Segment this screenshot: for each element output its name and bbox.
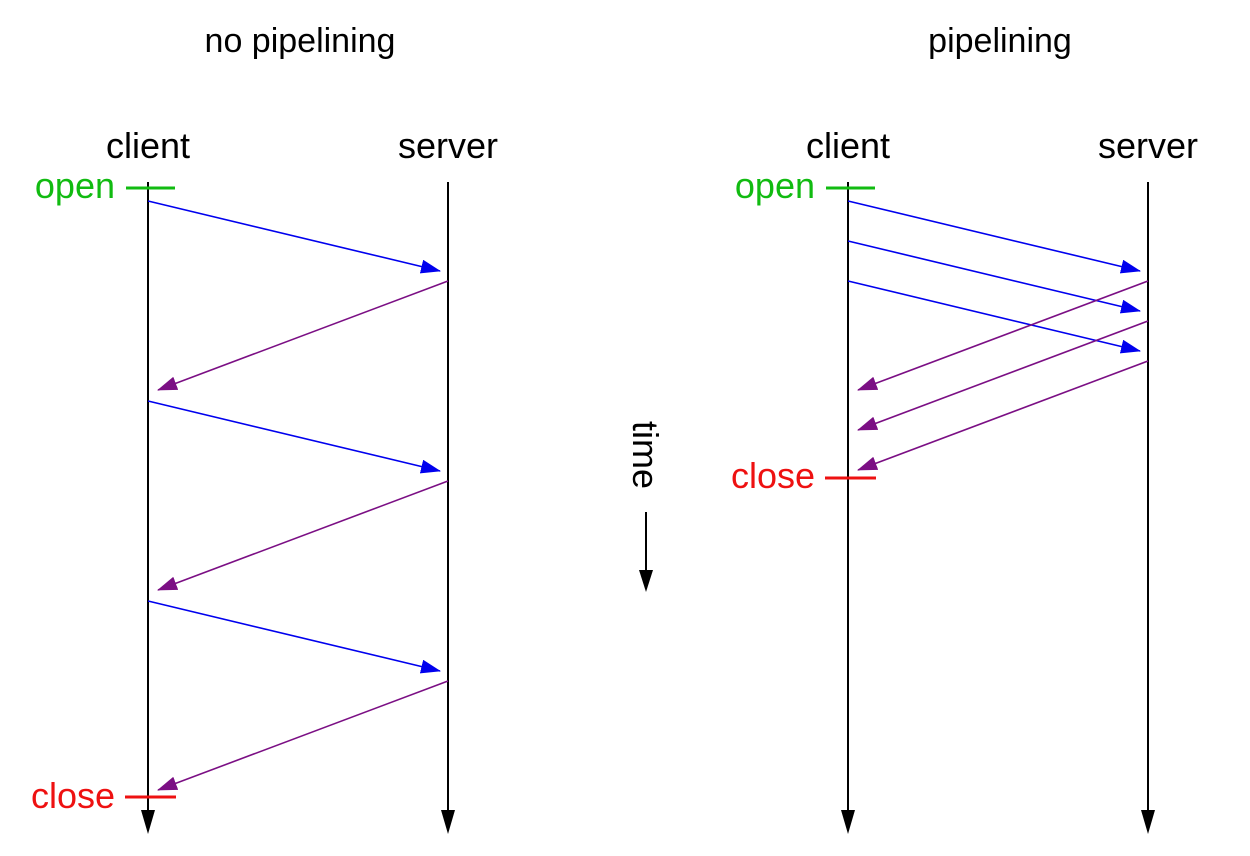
server-lifeline-arrowhead (1141, 810, 1155, 834)
request-arrow-3 (147, 600, 441, 674)
server-label: server (398, 125, 498, 166)
open-label: open (35, 165, 115, 206)
response-arrow-3 (157, 680, 449, 791)
client-lifeline-arrowhead (841, 810, 855, 834)
panel-title: no pipelining (205, 22, 396, 60)
response-arrow-2 (157, 480, 449, 591)
close-label: close (31, 775, 115, 816)
server-label: server (1098, 125, 1198, 166)
panel-no-pipelining: no pipelining client server open close (31, 22, 498, 834)
time-arrowhead (639, 570, 653, 592)
request-arrow-2 (147, 400, 441, 474)
server-lifeline-arrowhead (441, 810, 455, 834)
response-arrow-3 (857, 360, 1149, 471)
panel-title: pipelining (928, 22, 1072, 60)
response-arrow-1 (157, 280, 449, 391)
client-label: client (806, 125, 890, 166)
response-arrow-1 (857, 280, 1149, 391)
request-arrow-3 (847, 280, 1141, 354)
client-lifeline-arrowhead (141, 810, 155, 834)
client-label: client (106, 125, 190, 166)
request-arrow-1 (847, 200, 1141, 274)
close-label: close (731, 455, 815, 496)
time-axis: time (625, 421, 666, 592)
panel-pipelining: pipelining client server open close (731, 22, 1198, 834)
open-label: open (735, 165, 815, 206)
response-arrow-2 (857, 320, 1149, 431)
request-arrow-2 (847, 240, 1141, 314)
time-label: time (625, 421, 666, 489)
request-arrow-1 (147, 200, 441, 274)
